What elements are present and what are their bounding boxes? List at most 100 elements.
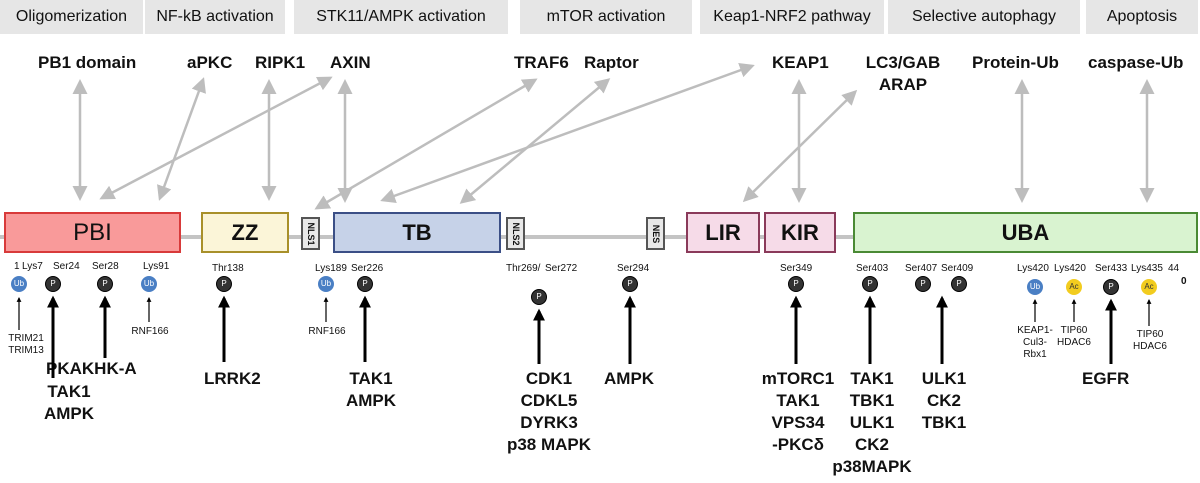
enzyme-tip60-hdac6-lys420: TIP60 HDAC6 xyxy=(1051,325,1097,349)
interaction-arrow-raptor xyxy=(459,78,611,204)
kinase-ulk1: ULK1 xyxy=(849,413,895,432)
phospho-badge-ser24: P xyxy=(45,276,61,292)
site-lys7: Lys7 xyxy=(22,261,43,272)
kinase-mtorc1: mTORC1 xyxy=(761,369,835,388)
kinase-tbk1: TBK1 xyxy=(921,413,967,432)
enzyme-tip60-hdac6-lys435: TIP60 HDAC6 xyxy=(1127,329,1173,353)
enzyme-trim21-trim13: TRIM21 TRIM13 xyxy=(3,333,49,357)
kinase-pkcd: -PKCδ xyxy=(772,435,824,454)
interaction-arrow-lc3 xyxy=(742,89,858,203)
enzyme-rnf166-lys189: RNF166 xyxy=(308,326,346,337)
phospho-badge-ser409: P xyxy=(951,276,967,292)
domain-lir: LIR xyxy=(686,212,760,253)
ub-badge-lys189: Ub xyxy=(318,276,334,292)
domain-kir: KIR xyxy=(764,212,836,253)
site-ser272: Ser272 xyxy=(545,263,578,274)
target-lc3-line2: ARAP xyxy=(878,75,928,94)
site-ser24: Ser24 xyxy=(53,261,80,272)
domain-nes: NES xyxy=(646,217,665,250)
target-pb1-domain: PB1 domain xyxy=(38,53,137,72)
ac-badge-lys435: Ac xyxy=(1141,279,1157,295)
site-0: 0 xyxy=(1181,276,1187,287)
kinase-tak1: TAK1 xyxy=(47,382,91,401)
site-ser407: Ser407 xyxy=(905,263,938,274)
enzyme-trim21: TRIM21 xyxy=(8,333,44,344)
kinase-vps34: VPS34 xyxy=(771,413,825,432)
kinase-ck2: CK2 xyxy=(926,391,961,410)
phospho-badge-thr138: P xyxy=(216,276,232,292)
site-thr138: Thr138 xyxy=(212,263,244,274)
site-ser403: Ser403 xyxy=(856,263,889,274)
header-stk11-ampk: STK11/AMPK activation xyxy=(294,0,508,34)
kinase-tak1: TAK1 xyxy=(349,369,393,388)
interaction-arrow-traf6 xyxy=(314,78,538,210)
kinase-cdkl5: CDKL5 xyxy=(520,391,578,410)
enzyme-hdac6-line: HDAC6 xyxy=(1057,337,1091,348)
site-lys420-ac: Lys420 xyxy=(1054,263,1086,274)
kinase-dyrk3: DYRK3 xyxy=(520,413,578,432)
protein-backbone xyxy=(0,235,1198,239)
phospho-badge-ser349: P xyxy=(788,276,804,292)
header-keap1-nrf2: Keap1-NRF2 pathway xyxy=(700,0,884,34)
phospho-badge-ser226: P xyxy=(357,276,373,292)
kinase-group-ser226: TAK1 AMPK xyxy=(338,368,404,412)
header-apoptosis: Apoptosis xyxy=(1086,0,1198,34)
enzyme-rbx1-line: Rbx1 xyxy=(1023,349,1047,360)
enzyme-keap1-line: KEAP1- xyxy=(1017,325,1053,336)
header-nfkb: NF-kB activation xyxy=(145,0,285,34)
kinase-ck2: CK2 xyxy=(854,435,889,454)
enzyme-tip60-line: TIP60 xyxy=(1060,325,1088,336)
kinase-egfr: EGFR xyxy=(1082,369,1130,388)
kinase-ulk1: ULK1 xyxy=(921,369,967,388)
kinase-group-ser24: TAK1 AMPK xyxy=(34,381,104,425)
site-ser28: Ser28 xyxy=(92,261,119,272)
kinase-lrrk2: LRRK2 xyxy=(204,369,261,388)
kinase-tak1: TAK1 xyxy=(850,369,894,388)
enzyme-cul3-line: Cul3- xyxy=(1023,337,1047,348)
target-apkc: aPKC xyxy=(187,53,233,72)
ub-badge-lys7: Ub xyxy=(11,276,27,292)
site-ser226: Ser226 xyxy=(351,263,384,274)
site-lys435: Lys435 xyxy=(1131,263,1163,274)
kinase-tak1: TAK1 xyxy=(776,391,820,410)
phospho-badge-ser403: P xyxy=(862,276,878,292)
target-caspase-ub: caspase-Ub xyxy=(1088,53,1184,72)
header-selective-autophagy: Selective autophagy xyxy=(888,0,1080,34)
kinase-cdk1: CDK1 xyxy=(525,369,573,388)
phospho-badge-thr269: P xyxy=(531,289,547,305)
site-lys91: Lys91 xyxy=(143,261,170,272)
domain-zz: ZZ xyxy=(201,212,289,253)
target-ripk1: RIPK1 xyxy=(255,53,306,72)
kinase-ampk: AMPK xyxy=(43,404,95,423)
target-protein-ub: Protein-Ub xyxy=(972,53,1059,72)
interaction-arrow-apkc xyxy=(157,77,206,201)
enzyme-keap1-cul3-rbx1: KEAP1- Cul3- Rbx1 xyxy=(1012,325,1058,361)
kinase-p38-mapk: p38 MAPK xyxy=(506,435,592,454)
site-ser294: Ser294 xyxy=(617,263,650,274)
domain-nls1: NLS1 xyxy=(301,217,320,250)
interaction-arrow-keap1-tb xyxy=(380,63,755,203)
site-ser433: Ser433 xyxy=(1095,263,1128,274)
kinase-tbk1: TBK1 xyxy=(849,391,895,410)
kinase-group-ser349: mTORC1 TAK1 VPS34 -PKCδ xyxy=(753,368,843,456)
enzyme-trim13: TRIM13 xyxy=(8,345,44,356)
site-44: 44 xyxy=(1168,263,1180,274)
enzyme-rnf166-lys91: RNF166 xyxy=(131,326,169,337)
header-oligomerization: Oligomerization xyxy=(0,0,143,34)
kinase-p38mapk: p38MAPK xyxy=(832,457,912,476)
target-axin: AXIN xyxy=(330,53,371,72)
phospho-badge-ser28: P xyxy=(97,276,113,292)
phospho-badge-ser294: P xyxy=(622,276,638,292)
kinase-pkakhk-a: PKAKHK-A xyxy=(46,359,137,378)
ub-badge-lys91: Ub xyxy=(141,276,157,292)
kinase-group-thr269: CDK1 CDKL5 DYRK3 p38 MAPK xyxy=(494,368,604,456)
site-1: 1 xyxy=(14,261,20,272)
phospho-badge-ser407: P xyxy=(915,276,931,292)
kinase-group-ser407: ULK1 CK2 TBK1 xyxy=(912,368,976,434)
domain-pbi: PBI xyxy=(4,212,181,253)
ub-badge-lys420: Ub xyxy=(1027,279,1043,295)
domain-tb: TB xyxy=(333,212,501,253)
site-ser349: Ser349 xyxy=(780,263,813,274)
interaction-arrow-axin-pbi xyxy=(99,76,333,200)
